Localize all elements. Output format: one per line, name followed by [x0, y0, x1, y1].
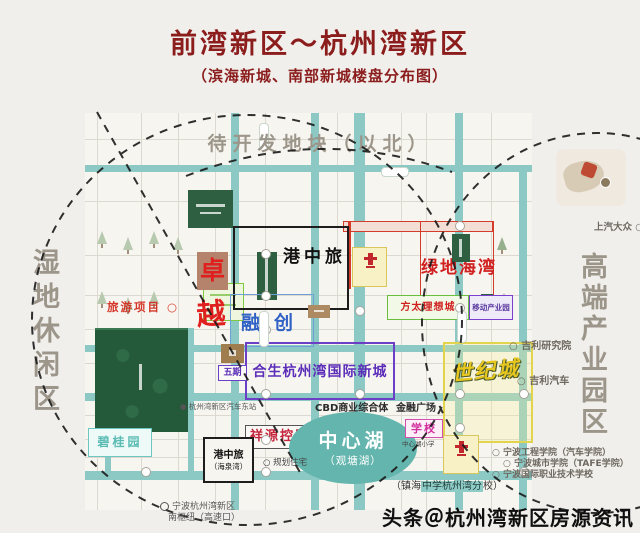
green-landmark-small: [452, 234, 470, 262]
tree-icon: [97, 231, 107, 248]
road-node: [261, 291, 271, 301]
green-landmark-north: [188, 190, 233, 228]
hopson-label: 合生杭州湾国际新城: [252, 364, 388, 380]
tree-icon: [173, 237, 183, 254]
west-region-label: 湿地休闲区: [28, 248, 59, 418]
phase5-box: 五期: [218, 365, 247, 381]
bus-station-label: ● 杭州湾新区汽车东站: [180, 402, 257, 411]
school-sub-label: 中心湖小学: [402, 440, 435, 448]
sunac-label: 融创: [241, 312, 308, 334]
school-branch-post: 校）: [483, 481, 503, 492]
road-name-pill: [259, 311, 269, 347]
road-node: [455, 423, 465, 433]
finance-plaza-label: 金融广场: [396, 403, 436, 414]
road-name-pill: [457, 311, 467, 343]
wetland-park-area: [95, 328, 188, 432]
developer-badge-2: [443, 435, 479, 474]
crest-icon: [363, 253, 377, 270]
map-canvas: 港中旅 卓 越 融创 绿地海湾 方太理想城 移动产业园 合生杭州湾国际新城 五期…: [85, 113, 533, 510]
zhuoyue-char-top: 卓: [197, 252, 228, 290]
hopson-logo-block: [221, 344, 244, 363]
tree-icon: [123, 237, 133, 254]
cts-haiquan-line2: （海泉湾）: [209, 462, 248, 471]
cts-label: 港中旅: [283, 247, 346, 267]
road-horizontal: [85, 165, 532, 172]
road-node: [355, 389, 365, 399]
central-lake: 中心湖 （观塘湖）: [289, 412, 417, 484]
watermark: 头条＠杭州湾新区房源资讯: [382, 506, 634, 530]
central-lake-label: 中心湖: [318, 430, 388, 452]
school-branch-mid: 中学杭州湾分: [421, 481, 483, 492]
road-node: [455, 221, 465, 231]
east-region-label: 高端产业园区: [576, 252, 607, 438]
century-city-label: 世纪城: [450, 356, 522, 386]
mobile-park-box: 移动产业园: [469, 295, 513, 320]
saic-vw-label: 上汽大众 ○: [594, 222, 640, 233]
road-node: [141, 467, 151, 477]
cts-haiquan-box: 港中旅 （海泉湾）: [203, 437, 254, 483]
road-node: [519, 389, 529, 399]
crest-icon: [454, 441, 468, 458]
road-node: [455, 389, 465, 399]
page-subtitle: （滨海新城、南部新城楼盘分布图）: [191, 67, 448, 85]
college3-label: ○ 宁波国际职业技术学校: [492, 470, 593, 480]
road-node: [261, 389, 271, 399]
hub-label-line2: 南枢纽（高速口）: [168, 513, 241, 523]
tan-landmark: [308, 305, 330, 318]
north-region-label: 待开发地块（以北）: [207, 133, 433, 155]
locator-inset-map: [556, 149, 626, 206]
header: 前湾新区～杭州湾新区 （滨海新城、南部新城楼盘分布图）: [0, 22, 640, 86]
geely-auto-label: ○ 吉利汽车: [517, 376, 570, 387]
cts-haiquan-line1: 港中旅: [213, 450, 244, 461]
tourism-project-label: 旅游项目 ○: [107, 300, 180, 314]
central-lake-alt-label: （观塘湖）: [324, 455, 382, 467]
grid-line: [85, 201, 532, 202]
zhuoyue-char-bottom: 越: [195, 296, 227, 332]
school-branch-pre: （镇海: [391, 481, 421, 492]
road-name-pill: [381, 167, 409, 177]
road-node: [355, 306, 365, 316]
sunac-estate-box: 融创: [230, 294, 314, 347]
developer-badge: [352, 247, 387, 287]
tree-icon: [497, 237, 507, 254]
road-node: [261, 249, 271, 259]
tree-icon: [149, 231, 159, 248]
planned-housing-label: ○ 规划住宅: [263, 458, 308, 468]
page-title: 前湾新区～杭州湾新区: [170, 29, 470, 60]
hub-marker-icon: [160, 502, 169, 511]
school-box: 学校: [405, 419, 443, 438]
school-branch-label: （镇海中学杭州湾分校）: [391, 477, 503, 492]
road-node: [261, 467, 271, 477]
geely-research-label: ○ 吉利研究院: [509, 341, 572, 352]
road-node: [261, 435, 271, 445]
tree-icon: [97, 291, 107, 308]
country-garden-box: 碧桂园: [88, 428, 152, 457]
